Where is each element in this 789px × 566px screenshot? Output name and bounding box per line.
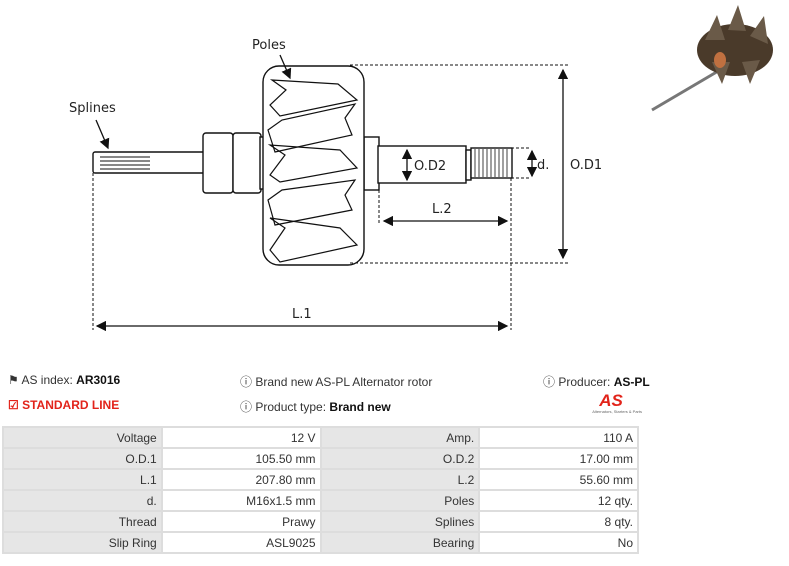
spec-value: 55.60 mm [478, 468, 639, 491]
label-od2: O.D2 [414, 159, 446, 174]
tag-icon: ⚑ [8, 373, 19, 387]
spec-value: 12 V [160, 426, 322, 449]
rear-shaft [377, 145, 467, 184]
spec-value: No [478, 531, 639, 554]
spec-value: 17.00 mm [478, 447, 639, 470]
spec-label: L.1 [2, 468, 163, 491]
label-l2: L.2 [432, 202, 452, 217]
spec-label: L.2 [319, 468, 481, 491]
collar [363, 136, 380, 191]
spec-value: 8 qty. [478, 510, 639, 533]
spec-label: Splines [319, 510, 481, 533]
spec-label: O.D.1 [2, 447, 163, 470]
spec-value: 207.80 mm [160, 468, 322, 491]
info-icon: ⓘ [240, 375, 253, 389]
as-index: ⚑ AS index: AR3016 [8, 373, 121, 387]
standard-line-badge: ☑ STANDARD LINE [8, 398, 120, 412]
label-poles: Poles [252, 38, 286, 53]
spec-label: Slip Ring [2, 531, 163, 554]
label-od1: O.D1 [570, 158, 602, 173]
label-l1: L.1 [292, 307, 312, 322]
label-splines: Splines [69, 101, 116, 116]
info-icon: ⓘ [240, 400, 253, 414]
description: ⓘ Brand new AS-PL Alternator rotor [240, 375, 433, 389]
spec-label: Voltage [2, 426, 163, 449]
spec-label: O.D.2 [319, 447, 481, 470]
spec-value: 12 qty. [478, 489, 639, 512]
spec-value: 110 A [478, 426, 639, 449]
checkbox-icon: ☑ [8, 398, 19, 412]
info-icon: ⓘ [543, 375, 556, 389]
rotor-poles [262, 65, 365, 266]
product-type: ⓘ Product type: Brand new [240, 400, 391, 414]
spec-value: M16x1.5 mm [160, 489, 322, 512]
label-d: d. [537, 158, 549, 173]
thread [470, 147, 513, 179]
spline-shaft [92, 151, 206, 174]
spec-label: Bearing [319, 531, 481, 554]
bearing-block [202, 132, 234, 194]
as-pl-logo: AS Alternators, Starters & Parts [592, 391, 642, 414]
rotor-technical-drawing: Poles Splines O.D2 d. O.D1 L.2 L.1 [69, 5, 773, 332]
spec-label: Amp. [319, 426, 481, 449]
spec-value: ASL9025 [160, 531, 322, 554]
producer: ⓘ Producer: AS-PL [543, 375, 650, 389]
rotor-photo [651, 5, 773, 112]
spec-value: 105.50 mm [160, 447, 322, 470]
spec-label: Poles [319, 489, 481, 512]
spec-value: Prawy [160, 510, 322, 533]
spec-label: d. [2, 489, 163, 512]
spec-label: Thread [2, 510, 163, 533]
